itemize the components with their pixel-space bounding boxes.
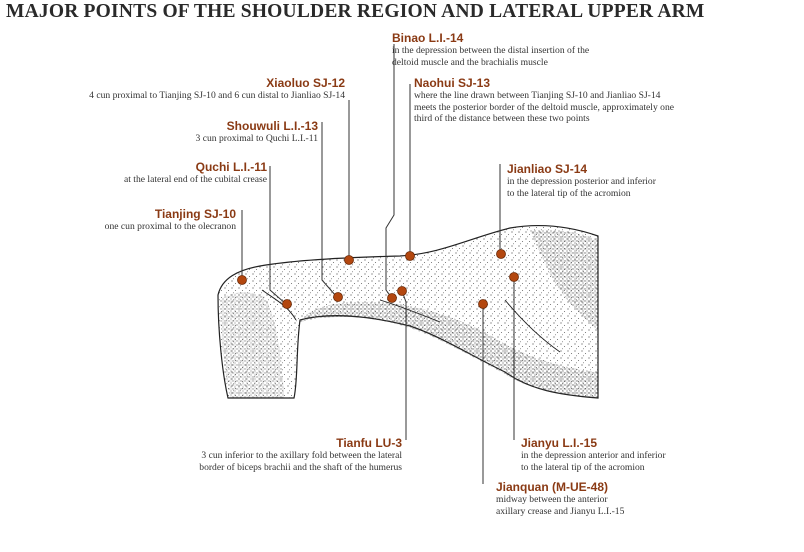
label-jianyu: Jianyu L.I.-15 in the depression anterio… xyxy=(521,436,666,473)
arm-shadow-shoulder xyxy=(530,229,598,330)
label-naohui-desc-2: meets the posterior border of the deltoi… xyxy=(414,101,675,113)
label-shouwuli: Shouwuli L.I.-13 3 cun proximal to Quchi… xyxy=(196,119,318,145)
point-xiaoluo xyxy=(344,255,354,265)
label-tianjing-name: Tianjing SJ-10 xyxy=(154,207,236,221)
label-quchi-name: Quchi L.I.-11 xyxy=(195,160,267,174)
page-title: MAJOR POINTS OF THE SHOULDER REGION AND … xyxy=(6,1,705,22)
label-tianjing-desc-1: one cun proximal to the olecranon xyxy=(104,221,236,232)
label-tianfu: Tianfu LU-3 3 cun inferior to the axilla… xyxy=(199,436,402,473)
label-xiaoluo-name: Xiaoluo SJ-12 xyxy=(266,76,345,90)
point-jianquan xyxy=(478,299,488,309)
arm-shadow-lower xyxy=(300,301,598,398)
label-jianquan-desc-1: midway between the anterior xyxy=(496,494,608,505)
label-xiaoluo: Xiaoluo SJ-12 4 cun proximal to Tianjing… xyxy=(89,76,345,102)
deltoid-contour xyxy=(379,299,441,323)
label-naohui-name: Naohui SJ-13 xyxy=(414,76,491,90)
label-shouwuli-desc-1: 3 cun proximal to Quchi L.I.-11 xyxy=(195,133,318,144)
elbow-contour xyxy=(261,289,297,321)
label-naohui-desc-3: third of the distance between these two … xyxy=(414,113,590,124)
label-jianyu-desc-1: in the depression anterior and inferior xyxy=(521,450,666,461)
label-quchi: Quchi L.I.-11 at the lateral end of the … xyxy=(124,160,267,186)
point-quchi xyxy=(282,299,292,309)
leader-quchi xyxy=(269,166,287,305)
label-tianfu-desc-2: border of biceps brachii and the shaft o… xyxy=(199,461,402,473)
label-binao: Binao L.I.-14 in the depression between … xyxy=(392,31,589,68)
label-jianquan-desc-2: axillary crease and Jianyu L.I.-15 xyxy=(496,505,625,517)
point-tianfu xyxy=(397,286,407,296)
label-shouwuli-name: Shouwuli L.I.-13 xyxy=(226,119,318,133)
label-jianquan-name: Jianquan (M-UE-48) xyxy=(496,480,609,494)
label-tianjing: Tianjing SJ-10 one cun proximal to the o… xyxy=(105,207,236,233)
point-jianyu xyxy=(509,272,519,282)
point-tianjing xyxy=(237,275,247,285)
label-jianliao-desc-2: to the lateral tip of the acromion xyxy=(507,187,631,199)
label-naohui-desc-1: where the line drawn between Tianjing SJ… xyxy=(414,90,661,101)
label-quchi-desc-1: at the lateral end of the cubital crease xyxy=(123,174,267,185)
label-binao-name: Binao L.I.-14 xyxy=(392,31,464,45)
point-jianliao xyxy=(496,249,506,259)
arm-shadow-elbow xyxy=(220,292,284,398)
label-jianliao-name: Jianliao SJ-14 xyxy=(507,162,588,176)
leader-shouwuli xyxy=(321,122,337,297)
point-binao xyxy=(387,293,397,303)
point-naohui xyxy=(405,251,415,261)
label-jianyu-desc-2: to the lateral tip of the acromion xyxy=(521,461,645,473)
label-binao-desc-2: deltoid muscle and the brachialis muscle xyxy=(392,56,548,68)
label-tianfu-name: Tianfu LU-3 xyxy=(336,436,402,450)
label-tianfu-desc-1: 3 cun inferior to the axillary fold betw… xyxy=(201,450,402,461)
label-jianliao-desc-1: in the depression posterior and inferior xyxy=(507,176,656,187)
label-binao-desc-1: in the depression between the distal ins… xyxy=(392,45,590,56)
label-jianquan: Jianquan (M-UE-48) midway between the an… xyxy=(496,480,624,517)
label-jianliao: Jianliao SJ-14 in the depression posteri… xyxy=(507,162,656,199)
label-naohui: Naohui SJ-13 where the line drawn betwee… xyxy=(414,76,674,125)
label-jianyu-name: Jianyu L.I.-15 xyxy=(521,436,598,450)
label-xiaoluo-desc-1: 4 cun proximal to Tianjing SJ-10 and 6 c… xyxy=(89,90,345,101)
axilla-contour xyxy=(504,299,561,353)
leader-binao xyxy=(385,44,395,299)
point-shouwuli xyxy=(333,292,343,302)
